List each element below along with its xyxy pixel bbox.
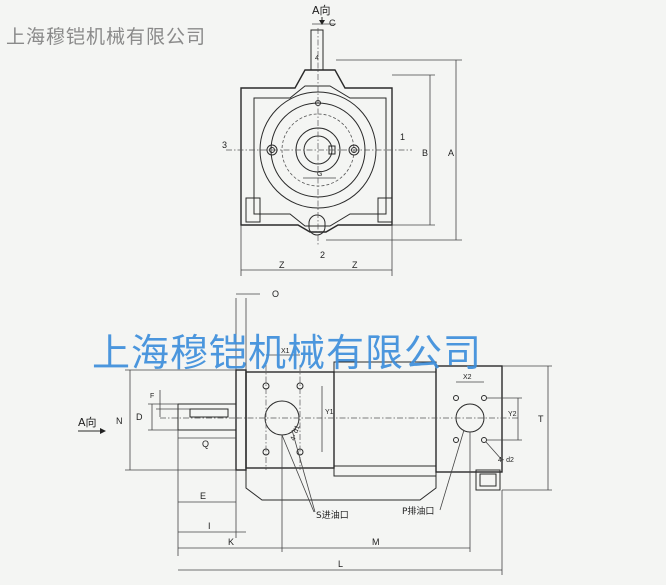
- dim-d2-label: 4- d2: [498, 457, 514, 464]
- dim-d-label: D: [136, 412, 143, 422]
- port-3-label: 3: [222, 140, 227, 150]
- watermark-top: 上海穆铠机械有限公司: [6, 26, 207, 48]
- port-1-label: 1: [400, 132, 405, 142]
- dim-a-label: A: [448, 148, 454, 158]
- dim-o-label: O: [272, 289, 279, 299]
- front-view: A向 C 4 3 1 2 G: [222, 3, 462, 276]
- dim-i-label: I: [208, 521, 211, 531]
- port-4-label: 4: [315, 55, 319, 62]
- dim-y1-label: Y1: [325, 409, 334, 416]
- dim-z-right-label: Z: [352, 260, 358, 270]
- dim-e-label: E: [200, 491, 206, 501]
- dim-l-label: L: [338, 559, 343, 569]
- dim-b-label: B: [422, 148, 428, 158]
- side-view-label: A向: [78, 415, 97, 429]
- pressure-port-callout: P排油口: [402, 505, 434, 517]
- dim-x2-label: X2: [463, 374, 472, 381]
- dim-g-label: G: [317, 171, 322, 178]
- port-2-label: 2: [320, 250, 325, 260]
- dim-q-label: Q: [202, 439, 209, 449]
- dim-x1-label: X1: [281, 348, 290, 355]
- dim-f-label: F: [150, 393, 154, 400]
- suction-port-callout: S进油口: [316, 509, 349, 521]
- dim-m-label: M: [372, 537, 380, 547]
- dim-t-label: T: [538, 414, 544, 424]
- watermark-center: 上海穆铠机械有限公司: [92, 331, 483, 375]
- dim-c-label: C: [329, 18, 336, 28]
- front-view-label: A向: [312, 3, 331, 17]
- dim-y2-label: Y2: [508, 411, 517, 418]
- dim-n-label: N: [116, 416, 123, 426]
- side-view: A向: [78, 289, 552, 575]
- dim-k-label: K: [228, 537, 234, 547]
- dim-z-left-label: Z: [279, 260, 285, 270]
